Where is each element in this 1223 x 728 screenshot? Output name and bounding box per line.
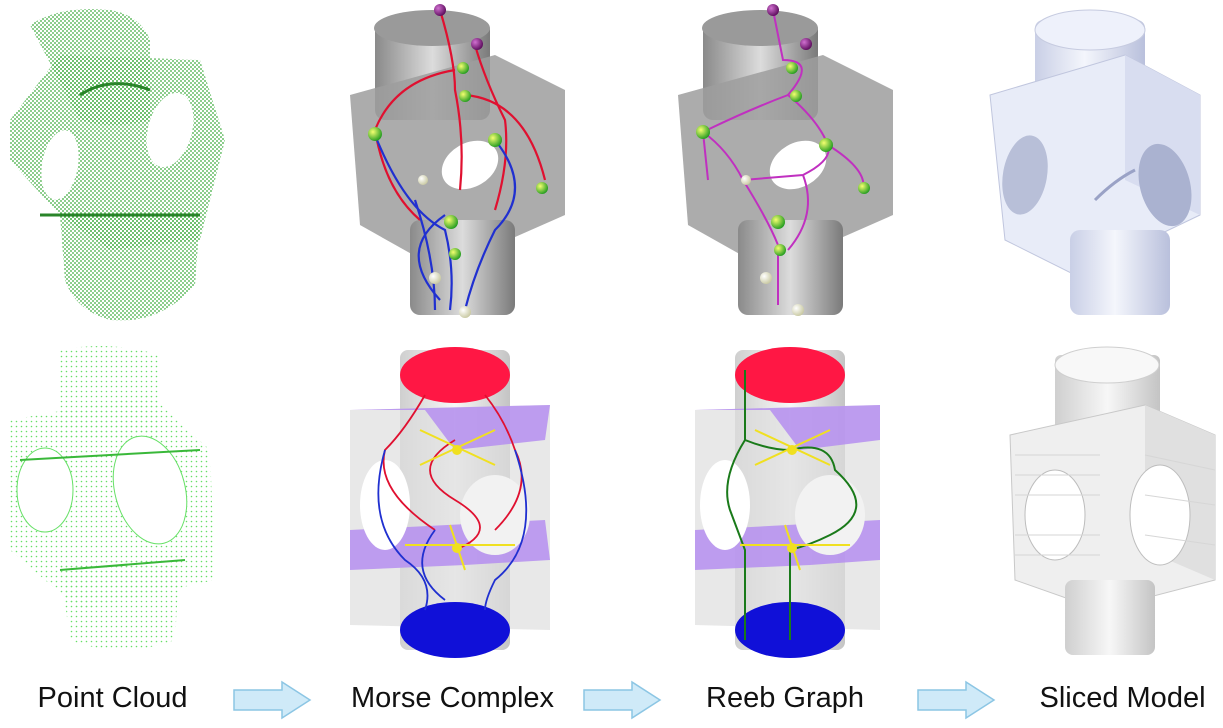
point-cloud-bottom — [10, 346, 215, 650]
caption-morse-complex: Morse Complex — [350, 682, 555, 714]
caption-sliced-model: Sliced Model — [1039, 682, 1206, 714]
point-cloud-top — [10, 9, 225, 321]
caption-reeb-graph: Reeb Graph — [706, 682, 864, 714]
sliced-model-top — [989, 9, 1201, 315]
arrow-right-icon — [917, 680, 996, 720]
sliced-model-bottom — [1009, 346, 1216, 655]
morse-complex-top — [350, 4, 565, 318]
reeb-graph-bottom — [695, 347, 880, 658]
reeb-graph-top — [678, 4, 893, 316]
caption-point-cloud: Point Cloud — [37, 682, 188, 714]
arrow-right-icon — [583, 680, 662, 720]
morse-complex-bottom — [350, 347, 550, 658]
arrow-right-icon — [233, 680, 312, 720]
